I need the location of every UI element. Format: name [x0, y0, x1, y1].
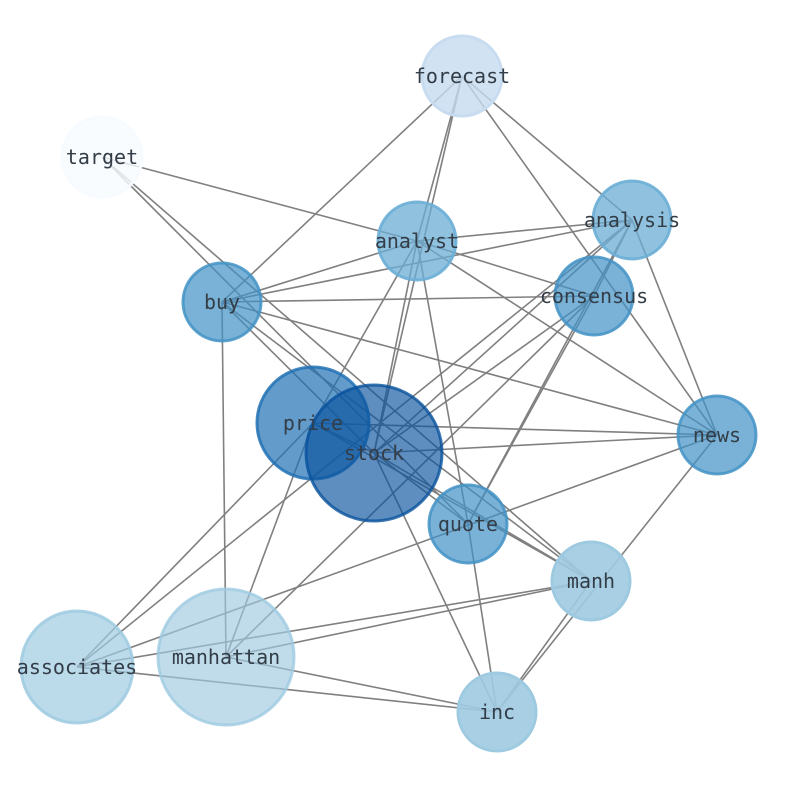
node-label-analyst: analyst	[375, 229, 459, 253]
node-label-target: target	[66, 145, 138, 169]
node-label-forecast: forecast	[414, 64, 510, 88]
node-label-analysis: analysis	[584, 208, 680, 232]
node-manhattan[interactable]	[156, 587, 296, 727]
node-analysis[interactable]	[591, 179, 673, 261]
edge-analyst-news	[416, 240, 718, 436]
node-analyst[interactable]	[376, 200, 458, 282]
node-label-inc: inc	[479, 700, 515, 724]
edge-analyst-quote	[416, 240, 469, 525]
node-manh[interactable]	[550, 540, 632, 622]
node-label-buy: buy	[204, 290, 240, 314]
node-stock[interactable]	[304, 383, 444, 523]
labels-layer: forecast target analysis analyst consensus bu…	[17, 64, 741, 724]
node-label-consensus: consensus	[540, 284, 648, 308]
edge-forecast-news	[461, 75, 718, 436]
node-news[interactable]	[676, 394, 758, 476]
node-label-news: news	[693, 423, 741, 447]
edge-target-analyst	[101, 156, 418, 242]
nodes-layer	[19, 34, 758, 753]
node-inc[interactable]	[456, 671, 538, 753]
node-forecast[interactable]	[420, 34, 504, 118]
edge-buy-news	[221, 301, 718, 436]
edge-manh-associates	[76, 580, 592, 668]
node-label-stock: stock	[344, 441, 404, 465]
edge-forecast-buy	[221, 75, 463, 303]
node-buy[interactable]	[181, 261, 263, 343]
node-label-price: price	[283, 411, 343, 435]
node-target[interactable]	[60, 115, 144, 199]
node-label-quote: quote	[438, 512, 498, 536]
edge-target-manh	[101, 156, 592, 582]
node-associates[interactable]	[19, 609, 135, 725]
node-label-manhattan: manhattan	[172, 645, 280, 669]
node-label-associates: associates	[17, 655, 137, 679]
node-quote[interactable]	[427, 483, 509, 565]
node-label-manh: manh	[567, 569, 615, 593]
edge-consensus-quote	[467, 295, 595, 525]
edge-consensus-buy	[221, 295, 595, 303]
node-consensus[interactable]	[553, 255, 635, 337]
